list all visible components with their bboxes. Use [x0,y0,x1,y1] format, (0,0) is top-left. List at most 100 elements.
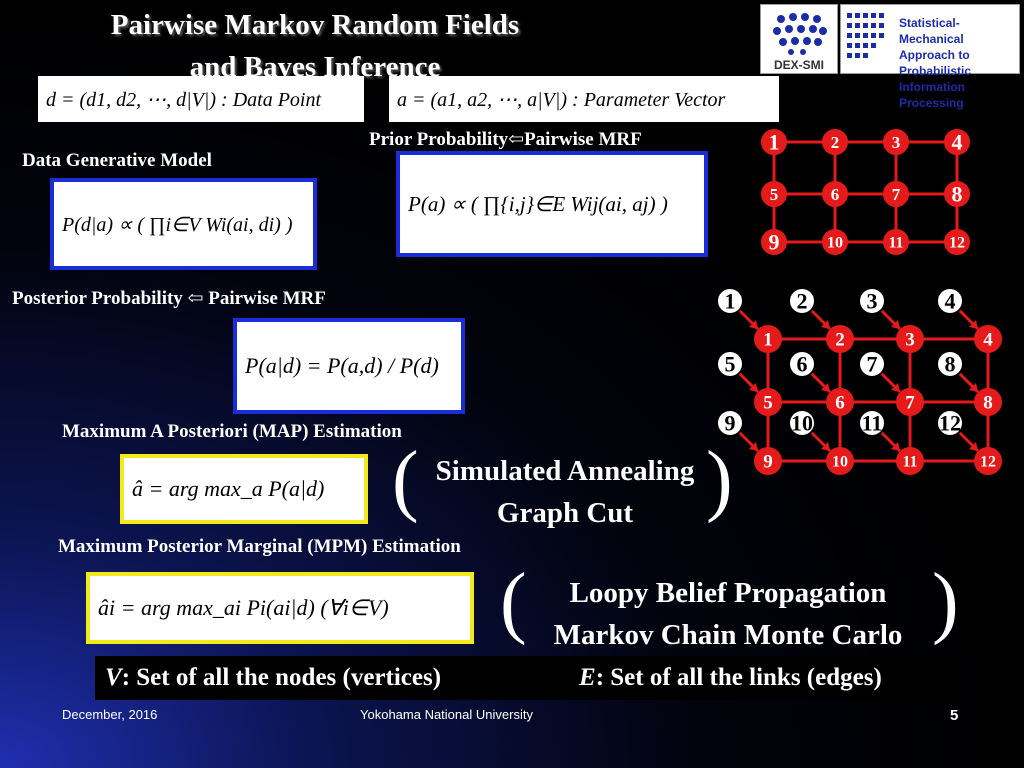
mpm-equation: âi = arg max_ai Pi(ai|d) (∀i∈V) [86,572,474,644]
prior-node-3-label: 3 [892,133,901,152]
param-node-2-circle [826,325,854,353]
dex-smi-logo-text: DEX-SMI [774,58,824,72]
data-node-6-circle [788,350,816,378]
param-node-3-circle [896,325,924,353]
param-node-10-circle [826,447,854,475]
prior-node-9-circle [761,229,787,255]
generative-equation: P(d|a) ∝ ( ∏i∈V Wi(ai, di) ) [50,178,317,270]
prior-equation: P(a) ∝ ( ∏{i,j}∈E Wij(ai, aj) ) [396,151,708,257]
definition-v-symbol: V [105,664,122,691]
mpm-methods: Loopy Belief Propagation Markov Chain Mo… [518,572,938,656]
data-node-1-circle [716,287,744,315]
param-node-9-label: 9 [763,452,773,473]
data-node-6-label: 6 [797,352,808,377]
prior-node-3-circle [883,129,909,155]
data-node-12-circle [936,409,964,437]
param-node-12-circle [974,447,1002,475]
footer-page-number: 5 [950,707,959,724]
data-point-text: d = (d1, d2, ⋯, d|V|) : Data Point [46,88,322,111]
parameter-vector-text: a = (a1, a2, ⋯, a|V|) : Parameter Vector [397,88,726,111]
data-node-11-label: 11 [862,411,883,436]
prior-node-9-label: 9 [769,230,780,255]
definitions-bar: V: Set of all the nodes (vertices) E: Se… [95,656,955,700]
prior-node-8-label: 8 [952,182,963,207]
prior-node-1-label: 1 [769,130,780,155]
param-node-11-circle [896,447,924,475]
data-node-5-label: 5 [725,352,736,377]
data-arrow-11-head [891,442,900,451]
data-node-8-label: 8 [945,352,956,377]
data-arrow-12-head [969,442,978,451]
prior-node-7-circle [883,181,909,207]
param-node-11-label: 11 [902,454,917,471]
posterior-equation-text: P(a|d) = P(a,d) / P(d) [245,353,439,378]
data-node-3-label: 3 [867,289,878,314]
method-mcmc: Markov Chain Monte Carlo [553,619,903,651]
prior-node-7-label: 7 [892,185,901,204]
prior-node-2-label: 2 [831,133,840,152]
data-arrow-9-head [749,442,758,451]
data-node-7-circle [858,350,886,378]
sma-logo-text: Statistical-Mechanical Approach to Proba… [899,15,1019,111]
sma-logo-line-2: Approach to Probabilistic [899,48,972,78]
data-node-4-circle [936,287,964,315]
mpm-label: Maximum Posterior Marginal (MPM) Estimat… [58,536,461,557]
data-node-4-label: 4 [945,289,956,314]
data-node-9-circle [716,409,744,437]
slide-title: Pairwise Markov Random Fields and Bayes … [40,4,590,88]
param-node-12-label: 12 [980,454,996,471]
footer-organization: Yokohama National University [360,707,533,722]
prior-node-12-label: 12 [949,235,965,252]
param-node-6-label: 6 [835,393,845,414]
prior-node-11-circle [883,229,909,255]
data-node-2-label: 2 [797,289,808,314]
data-node-9-label: 9 [725,411,736,436]
prior-node-5-label: 5 [770,185,779,204]
prior-node-10-circle [822,229,848,255]
method-loopy-bp: Loopy Belief Propagation [569,577,887,609]
posterior-equation: P(a|d) = P(a,d) / P(d) [233,318,465,414]
prior-node-6-label: 6 [831,185,840,204]
method-graph-cut: Graph Cut [496,497,634,529]
data-point-equation: d = (d1, d2, ⋯, d|V|) : Data Point [38,76,364,122]
param-node-2-label: 2 [835,330,845,351]
param-node-1-circle [754,325,782,353]
map-label: Maximum A Posteriori (MAP) Estimation [62,421,402,442]
param-node-7-label: 7 [905,393,915,414]
definition-e-symbol: E [579,664,596,691]
map-methods: Simulated Annealing Graph Cut [410,450,720,534]
prior-node-4-label: 4 [952,130,963,155]
prior-node-8-circle [944,181,970,207]
definition-v-text: : Set of all the nodes (vertices) [121,664,442,691]
prior-node-2-circle [822,129,848,155]
data-arrow-1-head [749,320,758,329]
data-node-7-label: 7 [867,352,878,377]
data-arrow-2-head [821,320,830,329]
data-arrow-10-head [821,442,830,451]
data-arrow-6-head [821,383,830,392]
map-right-brace: ) [706,436,733,524]
method-simulated-annealing: Simulated Annealing [435,455,695,487]
data-node-8-circle [936,350,964,378]
generative-label: Data Generative Model [22,150,212,171]
param-node-6-circle [826,388,854,416]
map-left-brace: ( [392,436,419,524]
data-node-2-circle [788,287,816,315]
prior-node-1-circle [761,129,787,155]
prior-node-11-label: 11 [888,235,903,252]
data-arrow-4-head [969,320,978,329]
param-node-8-circle [974,388,1002,416]
data-node-10-label: 10 [791,411,813,436]
dex-smi-logo-graphic: DEX-SMI [773,13,827,72]
posterior-label: Posterior Probability ⇦ Pairwise MRF [12,288,326,309]
param-node-4-circle [974,325,1002,353]
sma-logo-line-3: Information Processing [899,80,965,110]
parameter-vector-equation: a = (a1, a2, ⋯, a|V|) : Parameter Vector [389,76,779,122]
data-node-1-label: 1 [725,289,736,314]
prior-node-6-circle [822,181,848,207]
prior-equation-text: P(a) ∝ ( ∏{i,j}∈E Wij(ai, aj) ) [408,191,668,216]
mpm-equation-text: âi = arg max_ai Pi(ai|d) (∀i∈V) [98,595,389,620]
data-arrow-8-head [969,383,978,392]
sma-logo: Statistical-Mechanical Approach to Proba… [840,4,1020,110]
footer-date: December, 2016 [62,707,158,722]
